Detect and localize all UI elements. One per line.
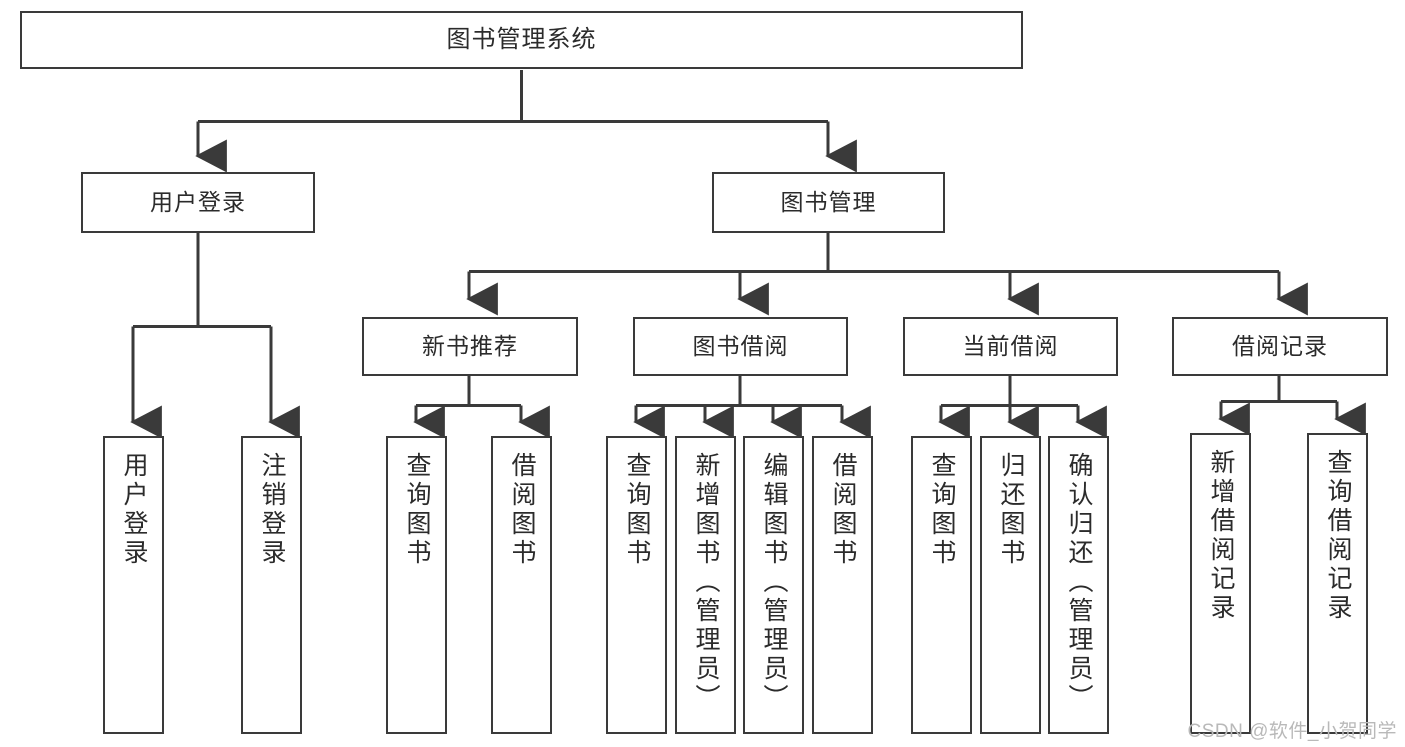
node-label: 借阅记录 [1232,332,1328,359]
leaf-book-borrow-add[interactable]: 新增图书（管理员） [675,436,736,734]
leaf-book-borrow-query[interactable]: 查询图书 [606,436,667,734]
node-label: 查询借阅记录 [1324,449,1352,623]
node-label: 用户登录 [120,452,148,568]
node-new-book-recommend[interactable]: 新书推荐 [362,317,578,376]
leaf-new-book-query[interactable]: 查询图书 [386,436,447,734]
leaf-borrow-record-add[interactable]: 新增借阅记录 [1190,433,1251,734]
leaf-user-login-signout[interactable]: 注销登录 [241,436,302,734]
leaf-current-borrow-return[interactable]: 归还图书 [980,436,1041,734]
node-label: 借阅图书 [829,452,857,568]
node-label: 当前借阅 [962,332,1059,359]
leaf-borrow-record-query[interactable]: 查询借阅记录 [1307,433,1368,734]
node-book-management[interactable]: 图书管理 [712,172,945,233]
node-label: 查询图书 [623,452,651,568]
csdn-watermark: CSDN @软件_小贺同学 [1187,721,1397,742]
node-label: 借阅图书 [508,452,536,568]
leaf-user-login-signin[interactable]: 用户登录 [103,436,164,734]
leaf-book-borrow-edit[interactable]: 编辑图书（管理员） [743,436,804,734]
leaf-new-book-borrow[interactable]: 借阅图书 [491,436,552,734]
node-label: 注销登录 [258,452,286,568]
node-label: 归还图书 [997,452,1025,568]
leaf-book-borrow-lend[interactable]: 借阅图书 [812,436,873,734]
node-borrow-record[interactable]: 借阅记录 [1172,317,1388,376]
node-label: 新增图书（管理员） [692,452,720,713]
node-label: 新增借阅记录 [1207,449,1235,623]
node-label: 编辑图书（管理员） [760,452,788,713]
node-label: 查询图书 [928,452,956,568]
node-label: 查询图书 [403,452,431,568]
leaf-current-borrow-query[interactable]: 查询图书 [911,436,972,734]
node-root-system[interactable]: 图书管理系统 [20,11,1023,69]
node-book-borrow[interactable]: 图书借阅 [633,317,848,376]
node-user-login[interactable]: 用户登录 [81,172,315,233]
node-label: 图书管理系统 [446,25,597,53]
node-label: 图书借阅 [692,332,789,359]
node-label: 用户登录 [150,188,246,215]
node-label: 图书管理 [780,188,877,215]
node-current-borrow[interactable]: 当前借阅 [903,317,1118,376]
node-label: 新书推荐 [422,332,518,359]
leaf-current-borrow-confirm-return[interactable]: 确认归还（管理员） [1048,436,1109,734]
node-label: 确认归还（管理员） [1065,452,1093,713]
